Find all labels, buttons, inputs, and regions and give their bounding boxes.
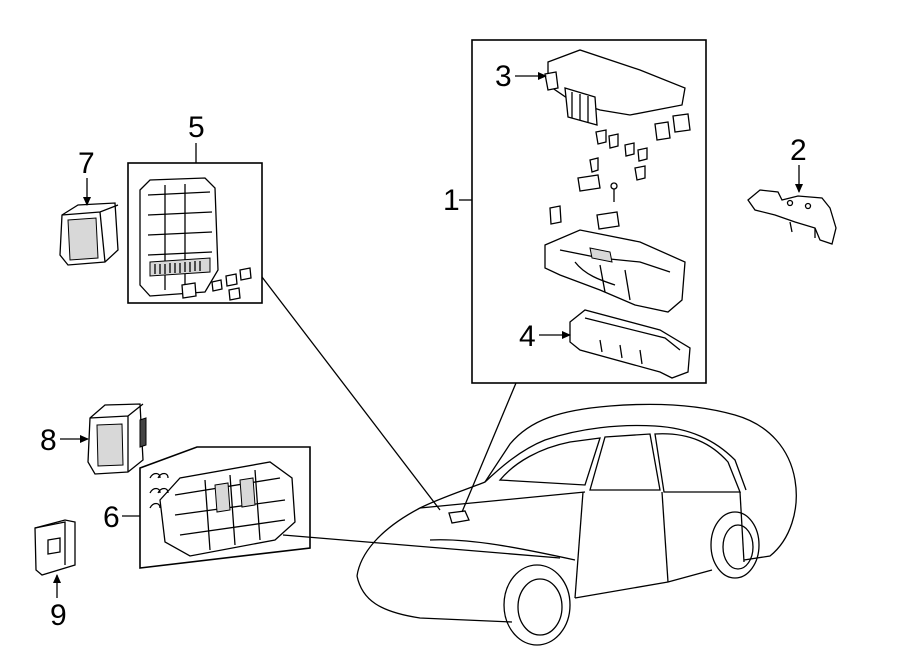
part-box-1	[471, 39, 707, 384]
control-module-7	[59, 202, 119, 266]
callout-7: 7	[78, 147, 95, 180]
callout-5: 5	[188, 111, 205, 144]
leader-line-6	[282, 534, 561, 559]
callout-3: 3	[495, 60, 512, 93]
fuse-box-cover	[544, 49, 686, 126]
box6-clips	[149, 472, 169, 509]
fuse-relay-box	[139, 177, 219, 299]
callout-4: 4	[519, 320, 536, 353]
leader-line-1	[461, 382, 517, 513]
box5-fuses	[211, 267, 252, 301]
control-module-8	[87, 403, 147, 475]
callout-2: 2	[790, 134, 807, 167]
callout-9: 9	[50, 599, 67, 632]
fuses-and-relays	[549, 113, 691, 230]
control-module-9	[34, 519, 76, 576]
callout-1: 1	[443, 184, 460, 217]
junction-box	[159, 461, 296, 557]
part-box-5	[127, 162, 263, 304]
fuse-box-lower-cover	[569, 309, 691, 379]
mounting-bracket	[747, 189, 837, 245]
callout-8: 8	[40, 424, 57, 457]
fuse-box-base	[544, 229, 686, 313]
vehicle-outline	[356, 403, 797, 646]
leader-line-5	[261, 276, 441, 511]
part-box-6	[139, 446, 311, 569]
callout-6: 6	[103, 501, 120, 534]
